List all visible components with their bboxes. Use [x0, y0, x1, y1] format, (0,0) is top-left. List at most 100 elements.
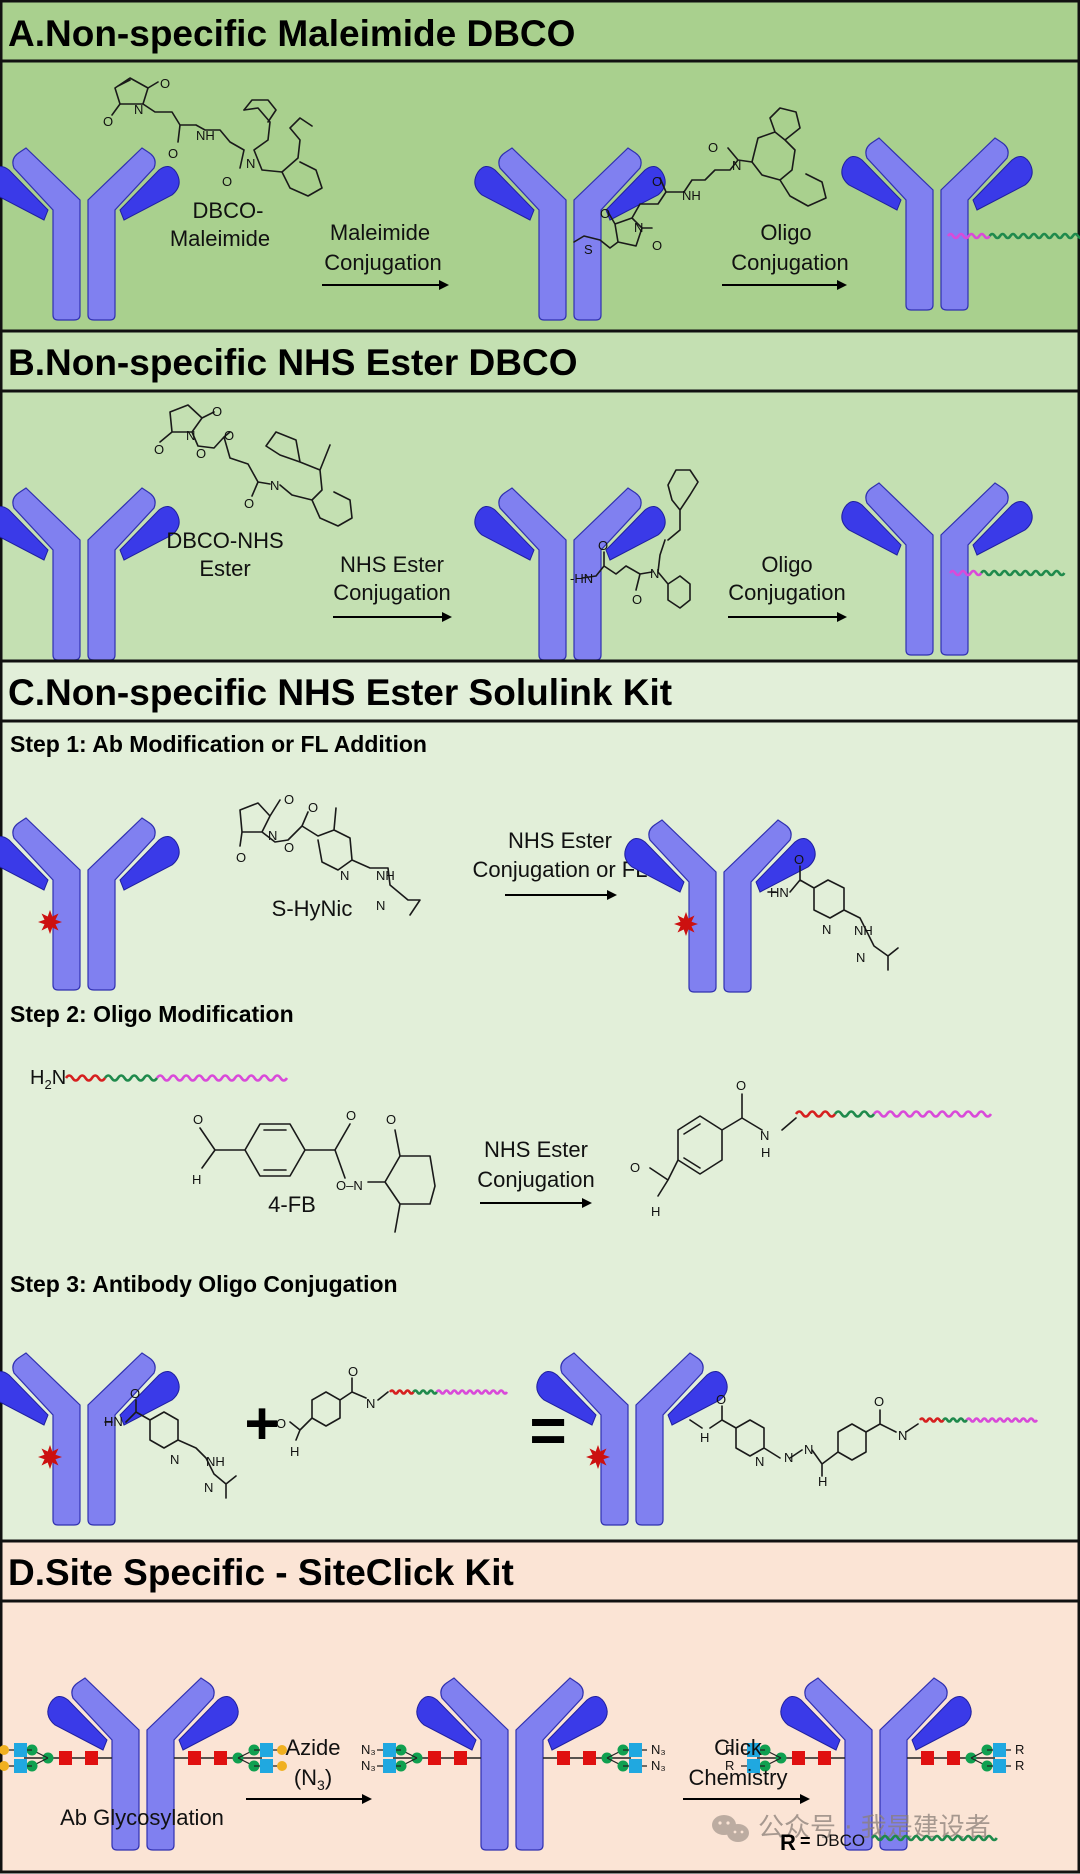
heavy-chain-right [573, 147, 642, 321]
oligo-segment-magenta [965, 1417, 1039, 1423]
glycan-red-square [454, 1751, 467, 1765]
heavy-chain-right [635, 1352, 704, 1526]
oligo-segment-magenta [948, 569, 983, 577]
atom-nh: NH [206, 1454, 225, 1469]
glycan-red-square [188, 1751, 201, 1765]
heavy-chain-left [12, 487, 81, 661]
atom-n: N [784, 1450, 793, 1465]
atom-o: O [386, 1112, 396, 1127]
atom-nh: NH [196, 128, 215, 143]
heavy-chain-left [12, 147, 81, 321]
fluorophore-icon [674, 912, 698, 936]
4-fb-structure: O H O O O–N [192, 1108, 436, 1233]
light-chain-left [416, 1696, 477, 1751]
atom-o: O [244, 496, 254, 511]
legend-equals: = [800, 1831, 811, 1851]
atom-o: O [276, 1416, 286, 1431]
light-chain-left [841, 501, 902, 556]
atom-o: O [224, 428, 234, 443]
atom-o: O [600, 206, 610, 221]
atom-hn: HN [770, 885, 789, 900]
glycan-yellow-circle [0, 1745, 9, 1755]
amine-label: H2N [30, 1067, 66, 1092]
oligo-segment-magenta [155, 1074, 289, 1082]
step2-heading: Step 2: Oligo Modification [10, 1001, 294, 1027]
heavy-chain-right [723, 819, 792, 993]
antibody-a1 [0, 147, 180, 321]
light-chain-left [0, 836, 49, 891]
maleimide-conjugate-structure: S O N O O NH O N [573, 107, 827, 257]
oligo-segment-green [412, 1389, 438, 1395]
antibody-b1 [0, 487, 180, 661]
amine-oligo [64, 1074, 289, 1082]
panel-a: A.Non-specific Maleimide DBCO O O N NH O… [0, 0, 1080, 333]
glycan-red-square [583, 1751, 596, 1765]
atom-n: N [822, 922, 831, 937]
legend-r: R [780, 1830, 796, 1855]
oligo-segment-green [942, 1417, 968, 1423]
atom-hn: HN [104, 1414, 123, 1429]
oligo-segment-magenta [872, 1110, 993, 1118]
azide-label: N₃ [361, 1742, 376, 1757]
heavy-chain-left [498, 147, 567, 321]
atom-n: N [340, 868, 349, 883]
arrow1-label-line1: Azide [285, 1735, 340, 1760]
arrow-label-line1: NHS Ester [508, 828, 612, 853]
antibody-a3 [841, 137, 1033, 311]
watermark: 公众号 · 我是建设者 [712, 1813, 991, 1843]
arrow1-label-line1: NHS Ester [340, 552, 444, 577]
antibody-c2 [624, 819, 816, 993]
atom-o: O [193, 1112, 203, 1127]
atom-o: O [652, 238, 662, 253]
legend-oligo [870, 1834, 998, 1842]
panel-a-header [0, 0, 1080, 63]
final-conjugate-structure: H O N N N H O N [689, 1392, 919, 1489]
4-fb-oligo-structure: O H O N H [630, 1078, 797, 1219]
arrow-label-line1: NHS Ester [484, 1137, 588, 1162]
glycan-yellow-circle [277, 1745, 287, 1755]
atom-o: O [874, 1394, 884, 1409]
panel-b-header [0, 329, 1080, 393]
hynic-conjugate-structure: HN O N NH N [767, 852, 899, 971]
glycan-yellow-circle [0, 1761, 9, 1771]
atom-n: N [760, 1128, 769, 1143]
atom-h: H [700, 1430, 709, 1445]
azide-label: N₃ [651, 1758, 666, 1773]
r-label: R [1015, 1742, 1024, 1757]
arrow2-label-line2: Conjugation [728, 580, 845, 605]
atom-o: O [598, 538, 608, 553]
panel-c: C.Non-specific NHS Ester Solulink Kit St… [0, 659, 1080, 1543]
light-chain-right [119, 836, 180, 891]
atom-o: O [348, 1364, 358, 1379]
atom-o: O [212, 404, 222, 419]
fluorophore-icon [586, 1445, 610, 1469]
oligo-segment-green [980, 569, 1066, 577]
arrow1-label-line2: (N3) [294, 1765, 332, 1793]
atom-n: N [732, 158, 741, 173]
atom-n: N [134, 102, 143, 117]
reagent-label: S-HyNic [272, 896, 353, 921]
oligo-segment-green [833, 1110, 876, 1118]
heavy-chain-left [865, 482, 934, 656]
atom-o: O [154, 442, 164, 457]
heavy-chain-left [71, 1677, 140, 1851]
light-chain-right [119, 506, 180, 561]
atom-h: H [651, 1204, 660, 1219]
atom-o: O [284, 792, 294, 807]
oligo-segment-magenta [946, 232, 991, 240]
oligo-segment-magenta [435, 1389, 509, 1395]
glycan-yellow-circle [277, 1761, 287, 1771]
light-chain-right [547, 1696, 608, 1751]
antibody-b3 [841, 482, 1033, 656]
panel-d-title: D.Site Specific - SiteClick Kit [8, 1552, 514, 1593]
atom-n: N [246, 156, 255, 171]
glycan-blue-square [747, 1759, 760, 1773]
atom-o: O [130, 1386, 140, 1401]
heavy-chain-right [515, 1677, 584, 1851]
arrow1-label-line2: Conjugation [333, 580, 450, 605]
oligo-strand [946, 232, 1080, 240]
light-chain-left [0, 506, 49, 561]
oligo-segment-red [918, 1417, 945, 1423]
light-chain-left [474, 166, 535, 221]
